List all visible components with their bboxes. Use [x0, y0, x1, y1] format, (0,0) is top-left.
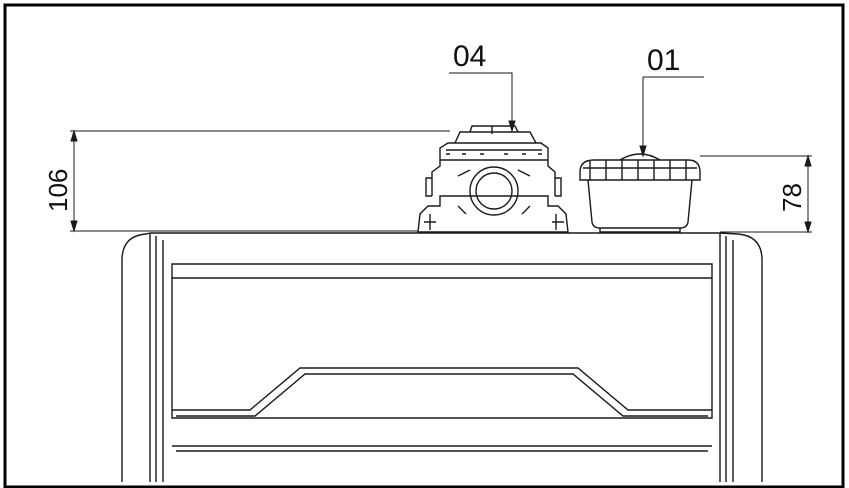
part-01-label: 01 [647, 44, 680, 77]
dimension-78 [700, 154, 812, 234]
drawing-frame [3, 3, 845, 488]
fitting-04 [417, 125, 569, 233]
leader-04 [449, 72, 516, 133]
cap-01 [579, 153, 701, 233]
tank-body [121, 232, 763, 482]
dimension-106 [70, 129, 450, 233]
leader-01 [639, 76, 704, 158]
part-04-label: 04 [453, 40, 486, 73]
dimension-106-label: 106 [43, 169, 73, 212]
dimension-78-label: 78 [777, 183, 807, 212]
